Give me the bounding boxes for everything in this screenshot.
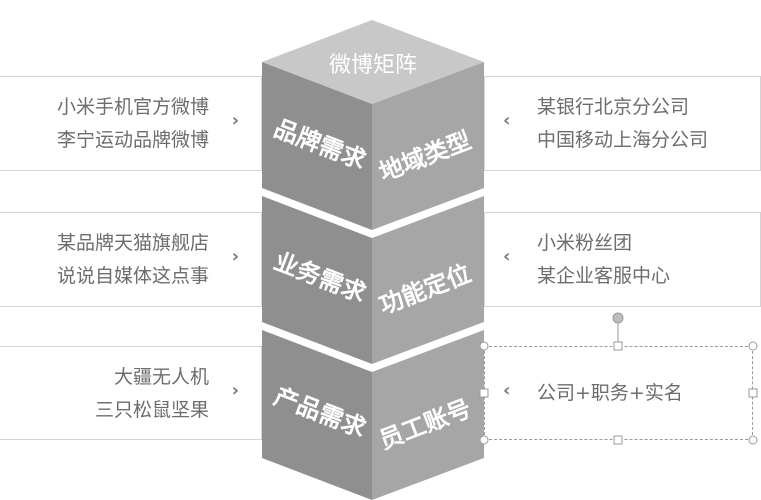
rotate-handle-icon[interactable] — [612, 312, 624, 324]
chevron-left-icon: ‹ — [503, 110, 511, 131]
cube-left-face — [262, 196, 372, 364]
example-text: 三只松鼠坚果 — [94, 399, 209, 421]
cube-top-title: 微博矩阵 — [329, 53, 417, 78]
cube-top-face — [262, 20, 484, 104]
example-text: 公司+职务+实名 — [537, 382, 683, 404]
selection-handles[interactable] — [479, 312, 758, 445]
cube-level-business — [262, 196, 484, 364]
resize-handle-top-right[interactable] — [748, 341, 758, 351]
cube-right-face — [372, 330, 484, 500]
cube-level-product — [262, 330, 484, 500]
example-text: 某品牌天猫旗舰店 — [56, 232, 209, 254]
cube-level-brand — [262, 20, 484, 230]
panel-employee-examples[interactable]: 公司+职务+实名 ‹ — [484, 346, 753, 440]
chevron-right-icon: › — [231, 110, 239, 131]
panel-business-examples: 某品牌天猫旗舰店 说说自媒体这点事 › — [0, 212, 262, 307]
resize-handle-left[interactable] — [479, 388, 489, 398]
chevron-left-icon: ‹ — [503, 380, 511, 401]
resize-handle-top[interactable] — [613, 341, 623, 351]
example-text: 小米粉丝团 — [537, 232, 633, 254]
resize-handle-top-left[interactable] — [479, 341, 489, 351]
example-text: 某银行北京分公司 — [537, 96, 690, 118]
cube-left-face — [262, 330, 372, 500]
cube-right-face — [372, 196, 484, 364]
resize-handle-bottom-left[interactable] — [479, 435, 489, 445]
chevron-right-icon: › — [231, 246, 239, 267]
resize-handle-bottom[interactable] — [613, 435, 623, 445]
example-text: 说说自媒体这点事 — [56, 265, 209, 287]
resize-handle-bottom-right[interactable] — [748, 435, 758, 445]
example-text: 李宁运动品牌微博 — [56, 129, 209, 151]
panel-brand-examples: 小米手机官方微博 李宁运动品牌微博 › — [0, 76, 262, 171]
cube-right-face — [372, 62, 484, 230]
chevron-left-icon: ‹ — [503, 246, 511, 267]
panel-function-examples: 小米粉丝团 某企业客服中心 ‹ — [484, 212, 761, 307]
example-text: 某企业客服中心 — [537, 265, 671, 287]
cube-left-face — [262, 62, 372, 230]
example-text: 大疆无人机 — [113, 366, 209, 388]
resize-handle-right[interactable] — [748, 388, 758, 398]
chevron-right-icon: › — [231, 380, 239, 401]
example-text: 中国移动上海分公司 — [537, 129, 709, 151]
example-text: 小米手机官方微博 — [56, 96, 209, 118]
panel-product-examples: 大疆无人机 三只松鼠坚果 › — [0, 346, 262, 440]
